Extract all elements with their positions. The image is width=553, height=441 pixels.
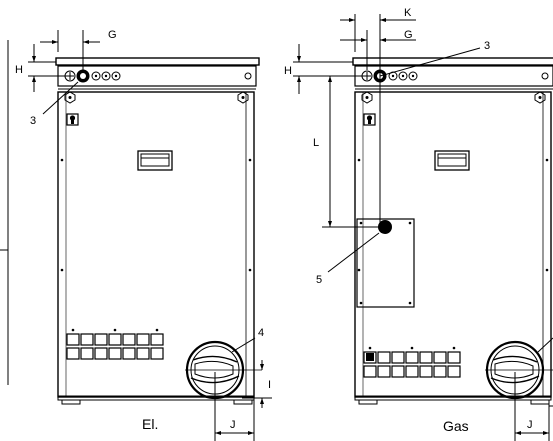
- dimension-label-k: K: [404, 7, 412, 19]
- foot-right: [530, 399, 550, 405]
- foot-left: [61, 399, 81, 405]
- callout-5: 5: [316, 232, 380, 286]
- grille-slot: [405, 351, 419, 364]
- grille-slot: [433, 351, 447, 364]
- unit-body: [57, 91, 255, 398]
- switch-icon: [363, 113, 376, 126]
- unit-top-lid: [55, 57, 260, 66]
- dimension-label-j-right: J: [527, 419, 533, 431]
- dimension-label-j-left: J: [230, 419, 236, 431]
- dimension-g: G: [40, 29, 117, 70]
- grille-slot: [108, 333, 122, 346]
- callout-3-left: 3: [30, 81, 79, 127]
- grille-slot: [136, 347, 150, 360]
- callout-label-4: 4: [258, 327, 264, 339]
- grille-slot: [150, 333, 164, 346]
- handle-icon: [434, 150, 470, 171]
- grille-screw: [368, 346, 372, 350]
- dimension-g-right: G: [340, 29, 416, 42]
- grille-slot: [150, 347, 164, 360]
- duct-outlet: [185, 340, 262, 400]
- unit-gas: K G H L 3: [284, 7, 553, 441]
- callout-3-right: 3: [379, 40, 490, 77]
- dimension-label-i: I: [268, 379, 271, 391]
- unit-top-lid: [352, 57, 553, 66]
- dimension-label-h: H: [15, 64, 23, 76]
- grille-slot: [391, 365, 405, 378]
- grille-slot: [447, 365, 461, 378]
- hex-bolt-icon: [64, 91, 249, 104]
- grille-icon: [363, 346, 461, 378]
- dimension-j-right: J: [514, 372, 553, 441]
- dimension-j-left: J: [214, 372, 255, 441]
- grille-icon: [66, 328, 164, 360]
- callout-4: 4: [231, 327, 264, 353]
- grille-slot: [363, 365, 377, 378]
- side-screws: [357, 158, 549, 272]
- side-screws: [60, 158, 252, 272]
- grille-screw: [452, 346, 456, 350]
- hex-bolt-icon: [361, 91, 546, 104]
- dimension-label-g: G: [108, 29, 117, 41]
- grille-slot: [377, 351, 391, 364]
- grille-slot: [363, 351, 377, 364]
- callout-label-3-right: 3: [484, 40, 490, 52]
- dimension-label-g-right: G: [404, 29, 413, 41]
- grille-screw: [155, 328, 159, 332]
- dimension-label-l: L: [313, 137, 319, 149]
- grille-slot: [66, 333, 80, 346]
- grille-slot: [66, 347, 80, 360]
- pipe-connections: [361, 69, 549, 83]
- grille-screw: [113, 328, 117, 332]
- grille-slot: [419, 351, 433, 364]
- grille-slot: [433, 365, 447, 378]
- grille-screw: [71, 328, 75, 332]
- callout-label-5: 5: [316, 274, 322, 286]
- grille-slot: [136, 333, 150, 346]
- grille-slot: [405, 365, 419, 378]
- gas-inlet-panel: [356, 218, 415, 308]
- caption-electric: El.: [142, 416, 158, 432]
- terminal-block: [366, 353, 374, 361]
- dimension-h-right: H: [284, 44, 363, 94]
- grille-slot: [122, 333, 136, 346]
- dimension-label-h-right: H: [284, 65, 292, 77]
- foot-right: [233, 399, 253, 405]
- grille-slot: [80, 333, 94, 346]
- grille-slot: [94, 333, 108, 346]
- left-edge-frame: [0, 40, 9, 385]
- grille-slot: [377, 365, 391, 378]
- grille-slot: [94, 347, 108, 360]
- caption-gas: Gas: [443, 418, 469, 434]
- handle-icon: [137, 150, 173, 171]
- pipe-connections: [64, 69, 252, 83]
- grille-slot: [108, 347, 122, 360]
- grille-slot: [80, 347, 94, 360]
- callout-4-leader-right: [537, 337, 553, 353]
- switch-icon: [66, 113, 79, 126]
- unit-electric: G H 3 4 I: [15, 29, 272, 441]
- unit-body: [354, 91, 552, 398]
- dimension-l: L: [313, 76, 385, 228]
- unit-base: [354, 395, 552, 401]
- dimension-i: I: [242, 360, 272, 408]
- dimension-h: H: [15, 44, 66, 92]
- callout-label-3-left: 3: [30, 115, 36, 127]
- grille-screw: [410, 346, 414, 350]
- grille-slot: [447, 351, 461, 364]
- foot-left: [358, 399, 378, 405]
- grille-slot: [419, 365, 433, 378]
- grille-slot: [391, 351, 405, 364]
- dimension-k: K: [340, 7, 416, 230]
- grille-slot: [122, 347, 136, 360]
